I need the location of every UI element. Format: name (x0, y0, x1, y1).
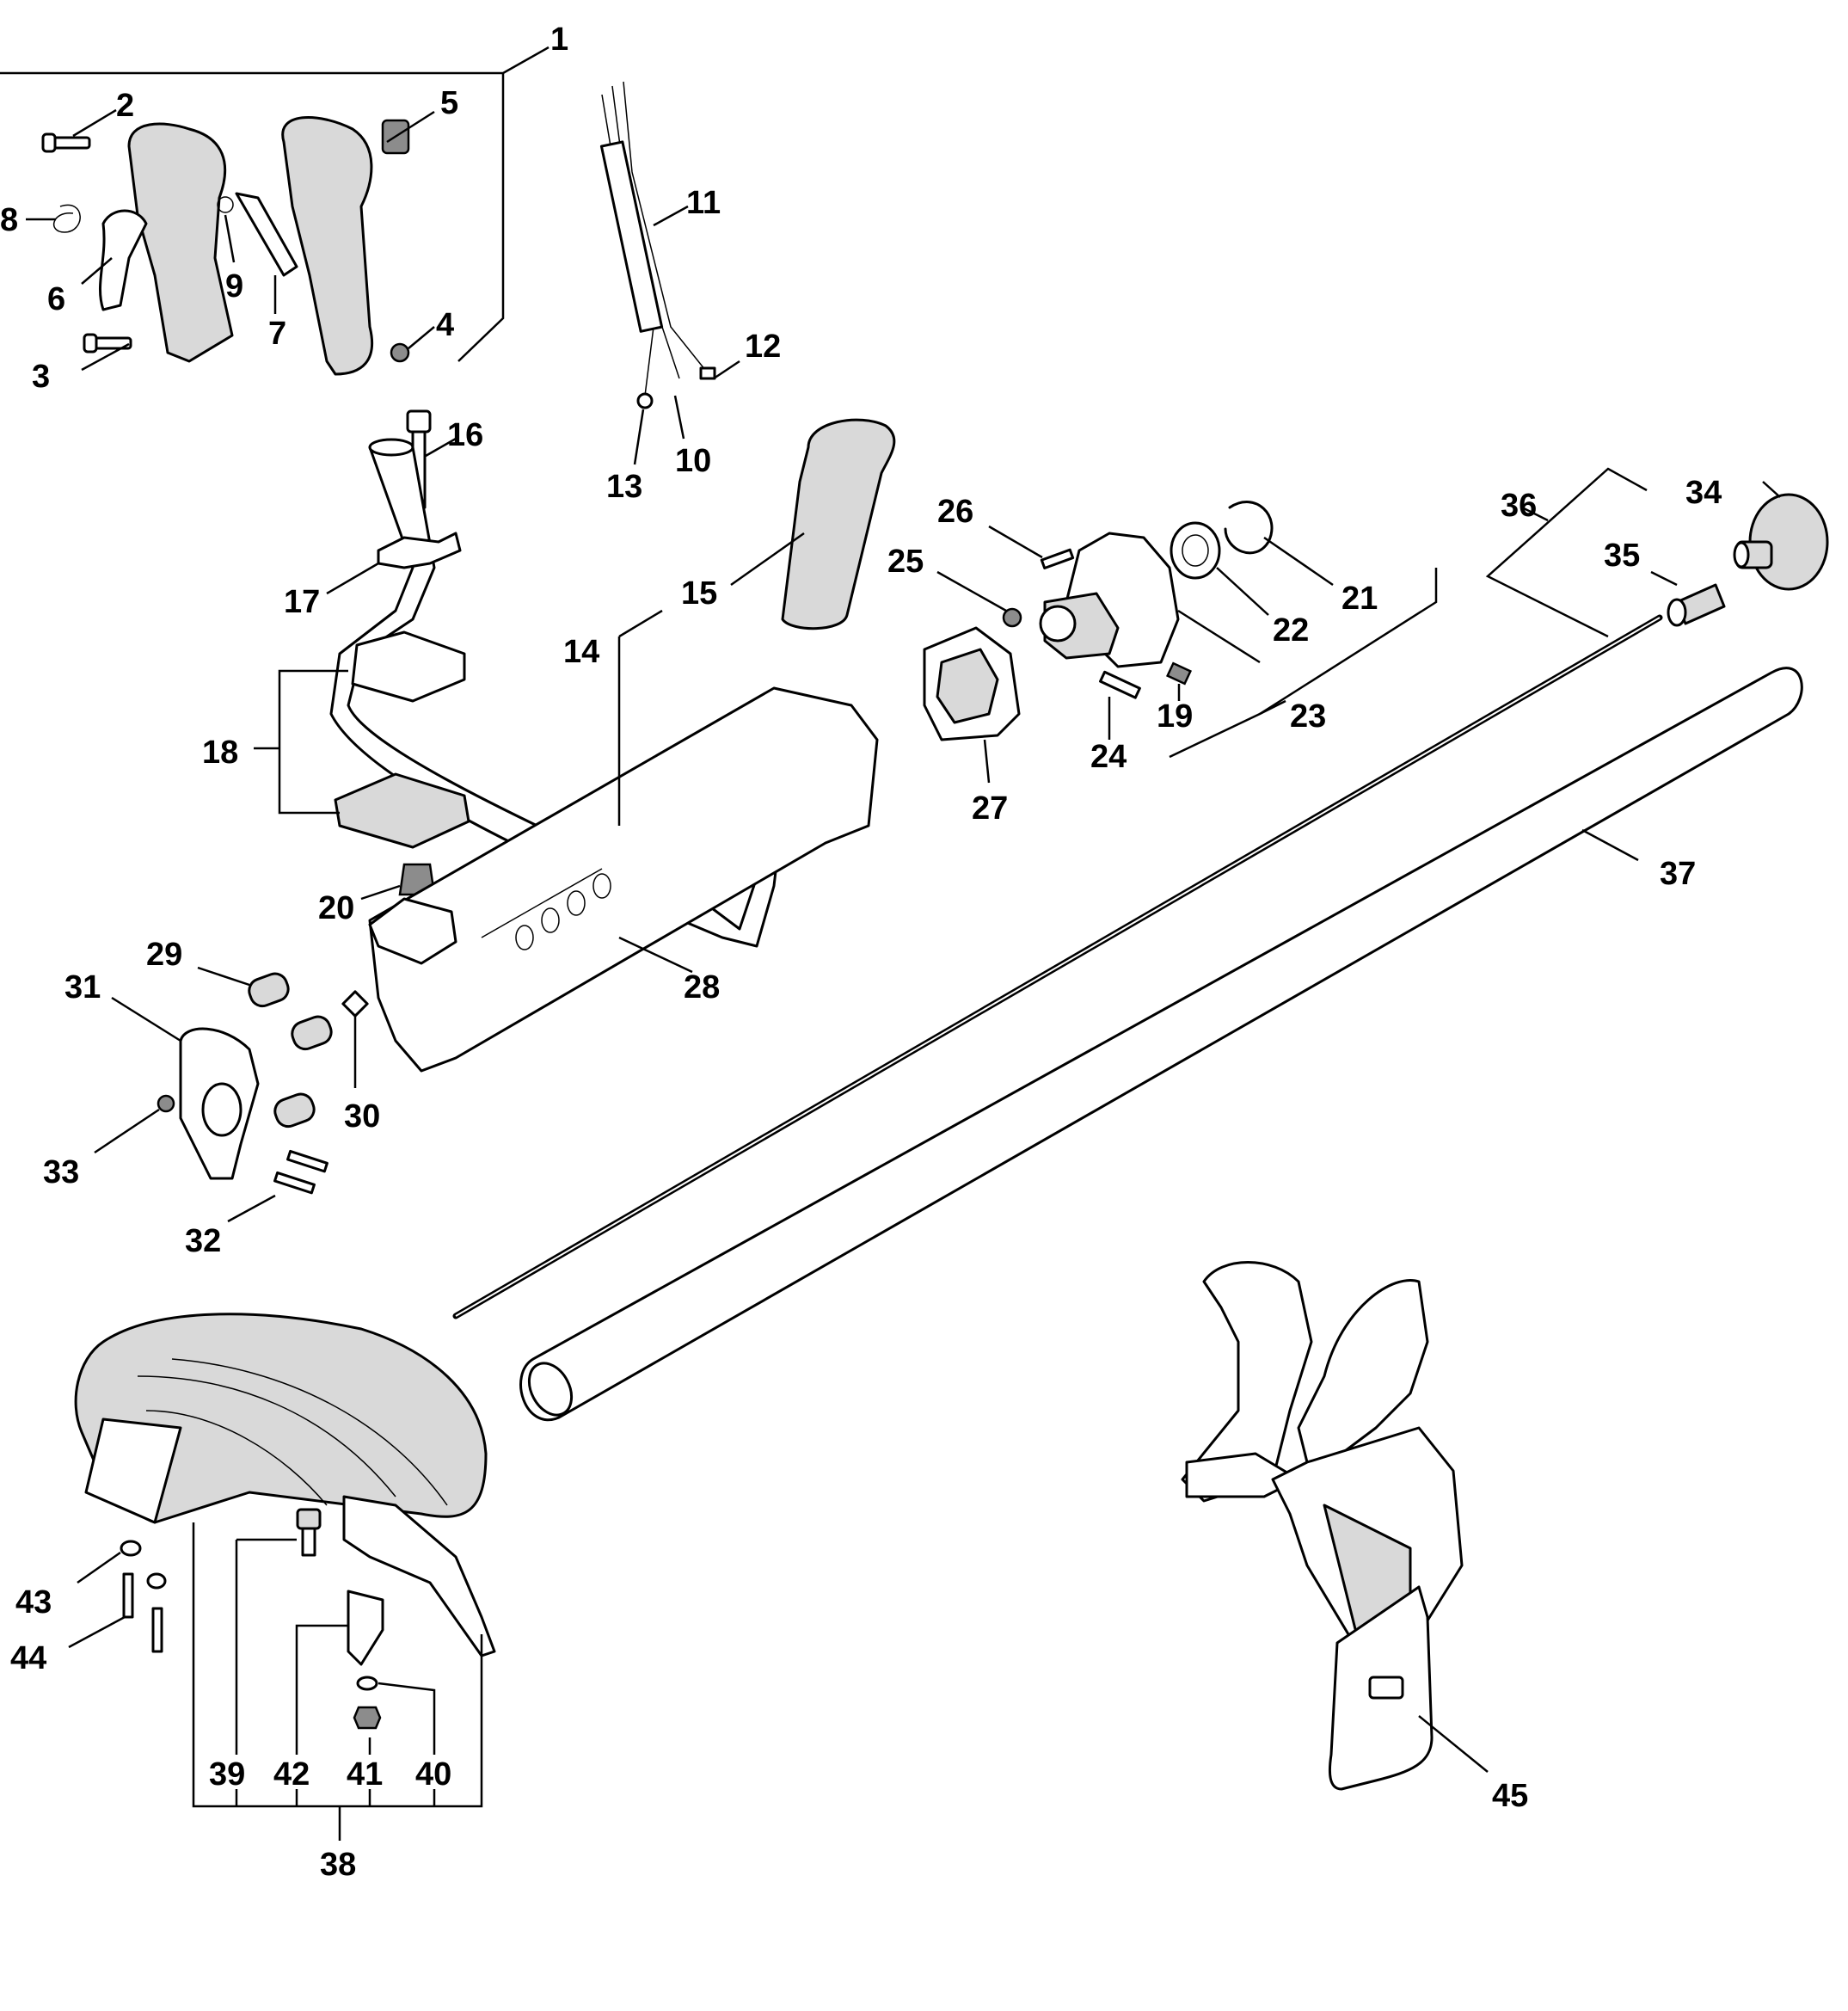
part-27-cap (923, 626, 1021, 784)
part-35-coupling (1650, 570, 1726, 627)
part-31-bracket (94, 996, 328, 1223)
label-37: 37 (1660, 856, 1696, 892)
part-24-screw (1099, 670, 1141, 699)
part-2-screw (41, 132, 91, 153)
part-7-lever (235, 192, 298, 277)
part-handle-half-left (127, 122, 234, 363)
label-42: 42 (273, 1756, 310, 1793)
part-9-clip (217, 196, 234, 213)
label-7: 7 (268, 316, 286, 352)
part-17-wing-knob (377, 532, 462, 569)
label-1: 1 (550, 22, 568, 58)
part-34-clutch-drum (1733, 481, 1829, 591)
part-36-drive-shaft (452, 467, 1663, 1319)
label-10: 10 (675, 443, 711, 479)
label-18: 18 (202, 735, 238, 771)
label-24: 24 (1090, 739, 1127, 775)
label-32: 32 (185, 1223, 221, 1259)
label-4: 4 (436, 307, 454, 343)
label-20: 20 (318, 890, 354, 926)
label-11: 11 (686, 185, 721, 221)
label-29: 29 (146, 937, 182, 973)
label-25: 25 (887, 544, 924, 580)
part-handle-grip-right (281, 116, 374, 376)
label-28: 28 (684, 969, 720, 1006)
part-11-wiring-harness (599, 81, 740, 465)
part-37-drive-tube (519, 667, 1803, 1421)
label-30: 30 (344, 1098, 380, 1135)
part-38-guard-assembly (68, 1313, 496, 1841)
part-29-bushings (197, 966, 369, 1128)
part-33-nut (157, 1094, 175, 1113)
label-43: 43 (15, 1584, 52, 1620)
part-23-gearbox-housing (1039, 532, 1438, 759)
label-35: 35 (1604, 538, 1640, 574)
label-9: 9 (225, 268, 243, 304)
part-18-clamp-top (351, 630, 466, 703)
part-guard-shield (74, 1313, 488, 1524)
part-guard-bracket (342, 1495, 496, 1657)
part-4-nut (390, 342, 410, 363)
label-12: 12 (745, 329, 781, 365)
label-21: 21 (1341, 581, 1378, 617)
part-21-circlip (1224, 501, 1274, 555)
label-40: 40 (415, 1756, 451, 1793)
label-22: 22 (1273, 612, 1309, 649)
part-44-screw (122, 1572, 134, 1619)
part-40-washer (356, 1676, 378, 1691)
part-22-bearing (1170, 521, 1269, 616)
label-2: 2 (116, 88, 134, 124)
part-6-trigger (98, 209, 148, 311)
part-8-spring (52, 204, 81, 233)
part-25-nut (1002, 607, 1022, 628)
label-13: 13 (606, 469, 642, 505)
label-34: 34 (1685, 475, 1722, 511)
part-32-screw (286, 1149, 328, 1173)
label-45: 45 (1492, 1778, 1528, 1814)
label-19: 19 (1157, 698, 1193, 735)
part-41-nut (353, 1706, 382, 1730)
label-15: 15 (681, 575, 717, 612)
label-27: 27 (972, 790, 1008, 827)
label-8: 8 (0, 202, 18, 238)
label-5: 5 (440, 85, 458, 121)
part-28-clamp-block (368, 897, 457, 965)
part-43-washer (120, 1540, 142, 1557)
part-26-screw (1040, 548, 1075, 570)
label-6: 6 (47, 281, 65, 317)
label-31: 31 (64, 969, 101, 1006)
label-39: 39 (209, 1756, 245, 1793)
part-labels: 1 2 3 4 5 6 7 8 9 10 11 12 13 14 15 16 1… (0, 22, 1722, 1883)
label-3: 3 (32, 359, 50, 395)
label-36: 36 (1501, 488, 1537, 524)
label-16: 16 (447, 417, 483, 453)
label-14: 14 (563, 634, 599, 670)
part-19-screw (1165, 661, 1193, 686)
part-42-bracket (347, 1590, 384, 1666)
part-28-main-housing (368, 609, 879, 1073)
part-3-screw (83, 333, 132, 354)
throttle-handle-assembly (0, 46, 549, 376)
label-38: 38 (320, 1847, 356, 1883)
label-17: 17 (284, 584, 320, 620)
label-41: 41 (347, 1756, 383, 1793)
label-33: 33 (43, 1154, 79, 1190)
part-18-clamp-bottom (334, 772, 470, 849)
label-26: 26 (937, 494, 973, 530)
label-44: 44 (10, 1640, 46, 1676)
part-30-nut (341, 990, 369, 1018)
label-23: 23 (1290, 698, 1326, 735)
part-15-front-grip (730, 418, 896, 630)
part-45-harness (1181, 1261, 1489, 1791)
